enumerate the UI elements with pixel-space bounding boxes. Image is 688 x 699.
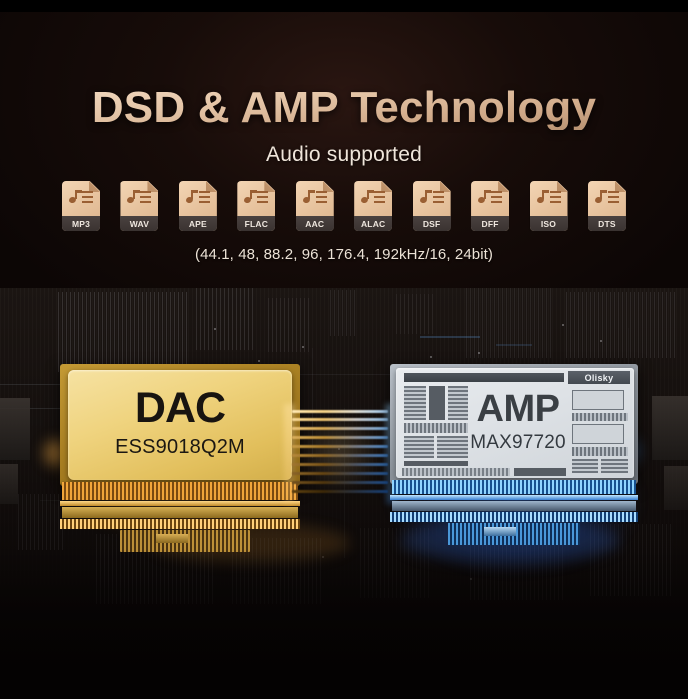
format-badge-label: MP3 <box>62 216 100 231</box>
amp-pin-row-middle <box>392 501 636 511</box>
ribbon-gold-edge <box>284 404 294 504</box>
format-badge-label: DFF <box>471 216 510 231</box>
file-fold-corner-icon <box>89 181 100 192</box>
format-badge-label: ISO <box>529 216 568 231</box>
amp-die-topbar <box>404 373 564 382</box>
file-fold-corner-icon <box>205 181 217 192</box>
music-note-icon <box>301 190 327 205</box>
sample-rate-spec: (44.1, 48, 88.2, 96, 176.4, 192kHz/16, 2… <box>194 246 494 263</box>
top-black-band <box>0 0 688 12</box>
file-fold-corner-icon <box>498 181 510 192</box>
dac-part-number: ESS9018Q2M <box>115 436 245 458</box>
format-badge: WAV <box>120 181 159 231</box>
file-fold-corner-icon <box>381 181 393 192</box>
file-fold-corner-icon <box>614 181 626 192</box>
music-note-icon <box>185 190 210 205</box>
amp-label: AMP <box>476 388 560 430</box>
format-badge: ISO <box>529 181 568 231</box>
music-note-icon <box>243 190 269 205</box>
page-subtitle: Audio supported <box>266 143 422 166</box>
dac-die-surface: DAC ESS9018Q2M <box>68 370 292 480</box>
dac-pin-row-top <box>62 482 298 500</box>
music-note-icon <box>535 190 561 205</box>
dac-label: DAC <box>134 384 226 432</box>
format-badge: APE <box>178 181 217 231</box>
file-fold-corner-icon <box>147 181 159 192</box>
music-note-icon <box>594 190 619 205</box>
amp-pin-row-top <box>392 480 636 494</box>
amp-edge-highlight <box>390 495 638 500</box>
format-badge: MP3 <box>62 181 100 231</box>
amp-part-number: MAX97720 <box>470 432 566 453</box>
dac-pin-row-bottom <box>60 519 300 529</box>
format-badge-label: DSF <box>412 216 451 231</box>
format-badge: DTS <box>587 181 626 231</box>
dac-socket-key <box>156 534 188 543</box>
format-badge: ALAC <box>354 181 393 231</box>
dac-edge-highlight <box>60 501 300 506</box>
format-badge: AAC <box>295 181 334 231</box>
format-badge-label: ALAC <box>354 216 393 231</box>
music-note-icon <box>360 190 386 205</box>
amp-chip: Olisky AMP MAX97720 <box>362 356 682 576</box>
dac-chip: DAC ESS9018Q2M <box>18 348 338 552</box>
format-badge: DSF <box>412 181 451 231</box>
amp-pin-row-bottom <box>390 512 638 522</box>
amp-socket-key <box>484 527 516 536</box>
format-badge: FLAC <box>237 181 276 231</box>
file-fold-corner-icon <box>264 181 276 192</box>
music-note-icon <box>477 190 503 205</box>
format-badge-label: DTS <box>587 216 626 231</box>
amp-die-surface: Olisky AMP MAX97720 <box>396 368 634 478</box>
supported-formats-list: MP3 WAV APE FL <box>62 181 626 233</box>
format-badge-label: FLAC <box>237 216 276 231</box>
music-note-icon <box>68 190 93 205</box>
format-badge: DFF <box>471 181 510 231</box>
page-title: DSD & AMP Technology <box>0 86 688 130</box>
music-note-icon <box>418 190 444 205</box>
amp-brand-label: Olisky <box>568 371 630 384</box>
format-badge-label: APE <box>178 216 217 231</box>
dac-pin-row-middle <box>62 507 298 518</box>
chip-interconnect-ribbon <box>282 400 398 508</box>
bottom-vignette <box>0 549 688 699</box>
file-fold-corner-icon <box>322 181 334 192</box>
music-note-icon <box>126 190 152 205</box>
file-fold-corner-icon <box>439 181 451 192</box>
format-badge-label: WAV <box>120 216 159 231</box>
format-badge-label: AAC <box>295 216 334 231</box>
file-fold-corner-icon <box>556 181 568 192</box>
